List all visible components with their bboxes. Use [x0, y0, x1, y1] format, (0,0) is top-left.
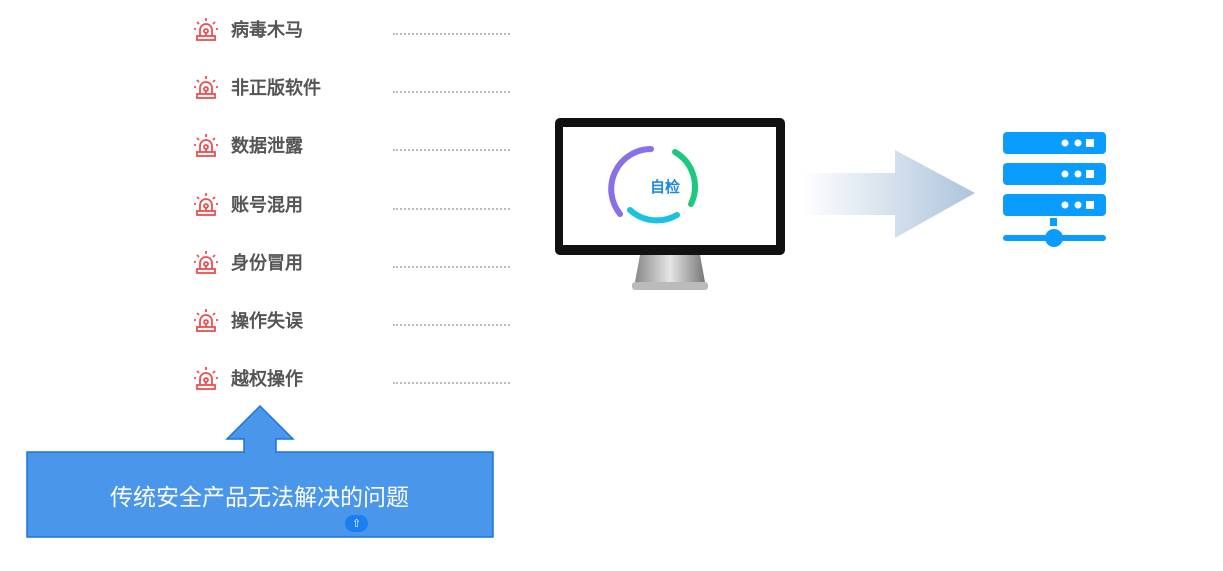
alarm-icon — [194, 192, 218, 216]
issue-label: 病毒木马 — [231, 20, 303, 41]
dotted-leader — [393, 265, 510, 268]
issue-label: 账号混用 — [231, 194, 303, 216]
issue-item: 账号混用 — [193, 189, 303, 219]
issue-label: 身份冒用 — [231, 252, 303, 274]
monitor-icon — [555, 118, 785, 290]
alarm-icon — [194, 367, 218, 391]
dotted-leader — [393, 382, 510, 385]
issue-item: 身份冒用 — [193, 247, 303, 277]
callout-text: 传统安全产品无法解决的问题 — [110, 484, 409, 511]
server-icon — [1003, 132, 1106, 247]
dotted-leader — [393, 149, 510, 152]
dotted-leader — [393, 324, 510, 326]
issue-item: 病毒木马 — [193, 14, 303, 44]
alarm-icon — [194, 134, 218, 158]
issue-item: 数据泄露 — [193, 130, 303, 160]
callout-box — [26, 404, 494, 538]
alarm-icon — [194, 250, 218, 274]
arrow-right-icon — [802, 150, 975, 238]
dotted-leader — [393, 207, 510, 210]
issue-item: 非正版软件 — [193, 72, 321, 102]
dotted-leader — [393, 33, 510, 35]
self-check-label: 自检 — [649, 178, 680, 196]
issue-label: 越权操作 — [231, 369, 303, 391]
issue-label: 操作失误 — [231, 311, 303, 332]
alarm-icon — [194, 76, 218, 100]
alarm-icon — [194, 18, 218, 41]
issue-item: 越权操作 — [193, 363, 303, 393]
scroll-top-button[interactable]: ⇧ — [345, 515, 368, 532]
issue-label: 非正版软件 — [231, 78, 321, 100]
alarm-icon — [194, 309, 218, 332]
dotted-leader — [393, 91, 510, 94]
issue-label: 数据泄露 — [231, 136, 303, 158]
issue-item: 操作失误 — [193, 305, 303, 335]
